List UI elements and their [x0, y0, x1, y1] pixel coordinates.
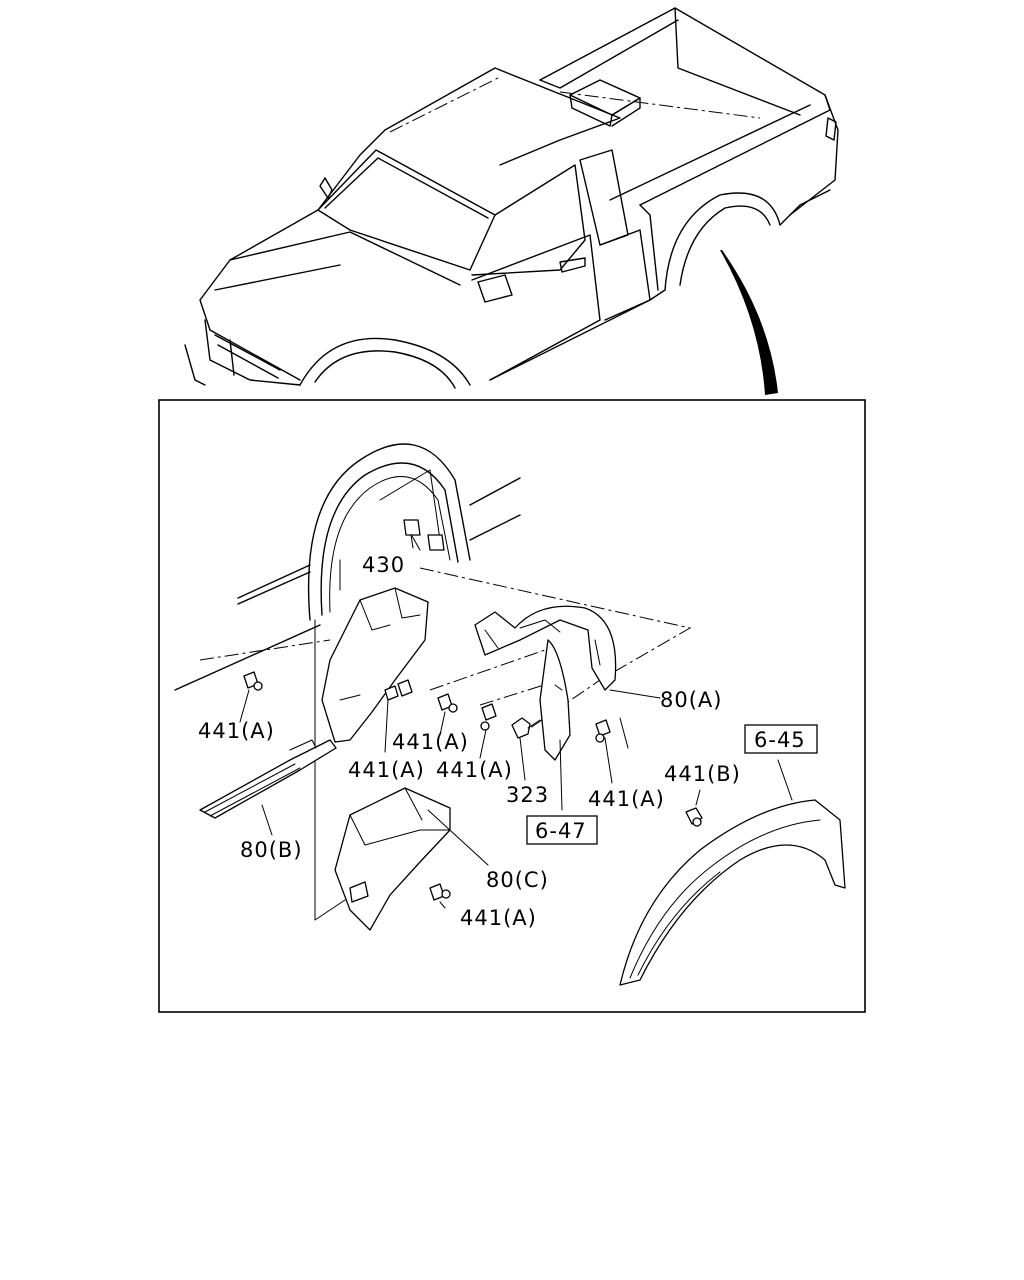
- body-panel: [174, 443, 521, 691]
- clip-icon: [397, 679, 413, 697]
- liner-80a: [474, 605, 661, 761]
- callout-441a-mid3: 441(A): [436, 758, 513, 782]
- callout-430: 430: [362, 553, 405, 577]
- clip-icon: [595, 719, 613, 784]
- callout-80c: 80(C): [486, 868, 549, 892]
- callout-441a-right: 441(A): [588, 787, 665, 811]
- screw-icon: [511, 717, 541, 781]
- callout-441a-mid2: 441(A): [348, 758, 425, 782]
- liner-front: [321, 587, 429, 753]
- clip-icon: [429, 883, 451, 909]
- callout-323: 323: [506, 783, 549, 807]
- callout-441a-left: 441(A): [198, 719, 275, 743]
- clip-icon: [685, 789, 703, 827]
- clip-icon: [437, 693, 458, 736]
- reference-647-label: 6-47: [535, 819, 587, 843]
- liner-80c: [334, 787, 489, 931]
- reference-647: 6-47: [526, 815, 598, 845]
- clip-icon: [479, 703, 497, 759]
- callout-80b: 80(B): [240, 838, 303, 862]
- sill-80b: [199, 739, 337, 836]
- flare-645: [619, 759, 846, 986]
- clip-icon: [239, 671, 263, 723]
- callout-441a-bottom: 441(A): [460, 906, 537, 930]
- callout-441b: 441(B): [664, 762, 741, 786]
- fasteners: [239, 671, 703, 909]
- truck-illustration: [184, 7, 839, 395]
- callout-441a-mid1: 441(A): [392, 730, 469, 754]
- reference-645: 6-45: [744, 724, 818, 754]
- callout-80a: 80(A): [660, 688, 722, 712]
- detail-frame: [158, 399, 866, 1013]
- leader-lines: [411, 535, 629, 811]
- reference-645-label: 6-45: [754, 728, 806, 752]
